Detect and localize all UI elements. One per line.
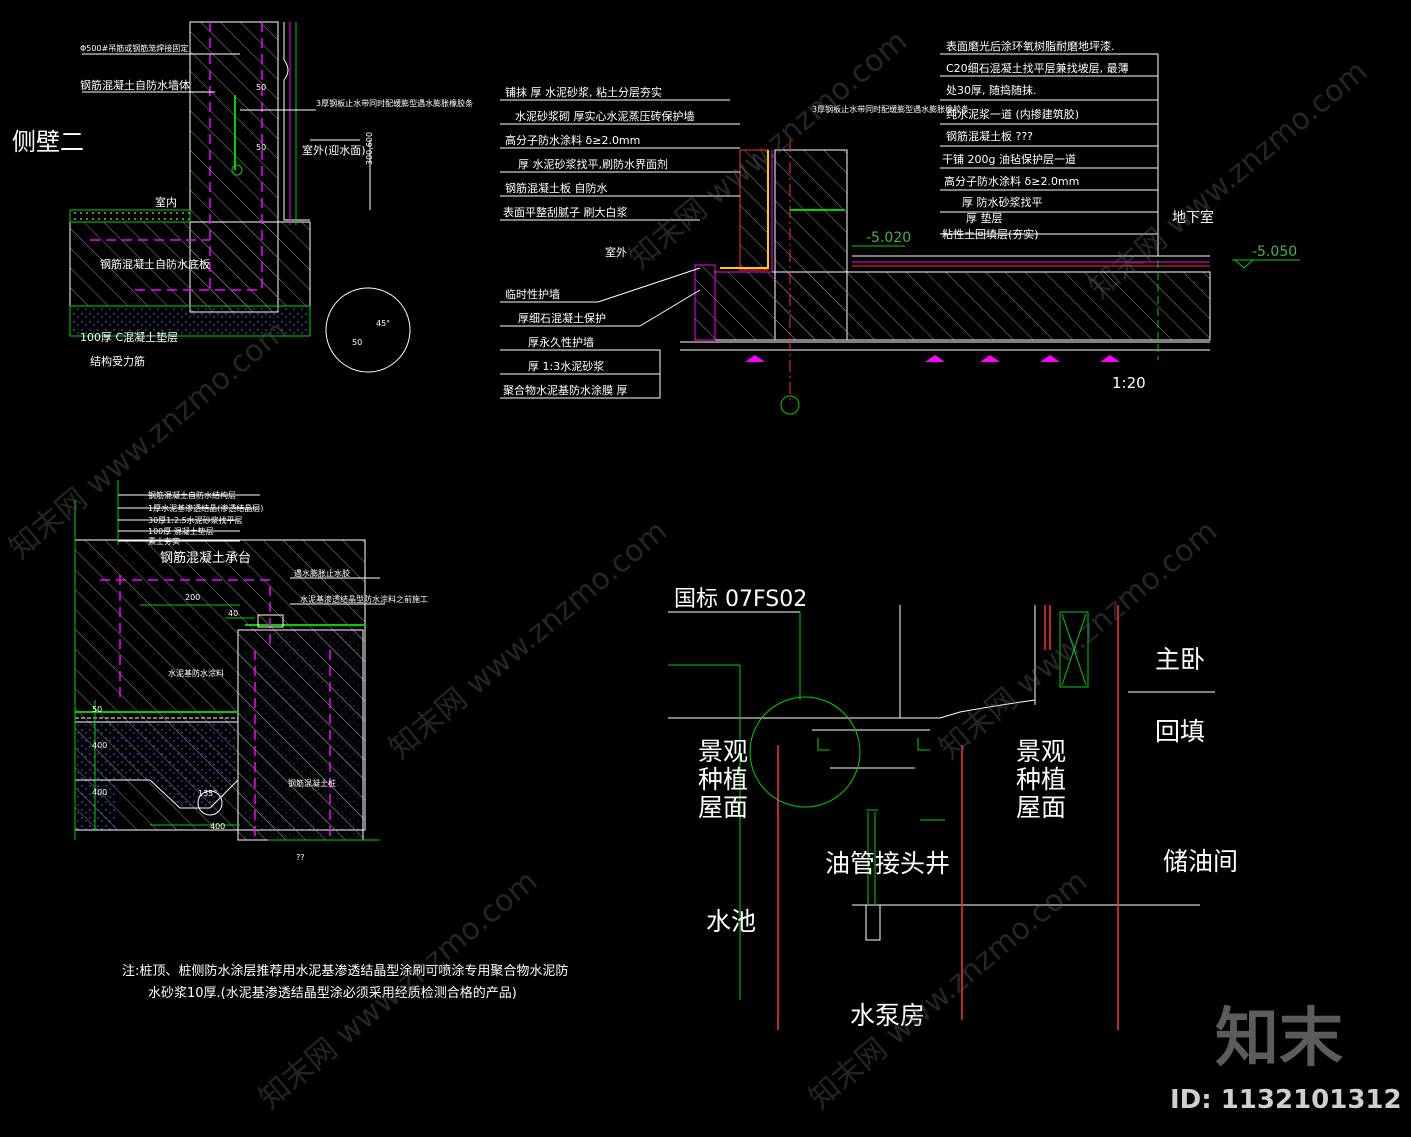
- note-line-1: 注:桩顶、桩侧防水涂层推荐用水泥基渗透结晶型涂刷可喷涂专用聚合物水泥防: [122, 963, 568, 979]
- plan-room-4: 屋面: [698, 793, 748, 822]
- detail2-left-7: 临时性护墙: [505, 287, 560, 301]
- detail3-side-2: 水泥基防水涂料: [168, 668, 224, 678]
- detail2-left-2: 高分子防水涂料 δ≥2.0mm: [505, 133, 640, 147]
- detail3-top-1: 1厚水泥基渗透结晶(渗透结晶层): [148, 503, 263, 513]
- detail2-right-8: 厚 垫层: [966, 211, 1003, 225]
- detail2-left-5: 表面平整刮腻子 刷大白浆: [503, 205, 628, 219]
- detail3-top-4: 素土夯实: [148, 536, 180, 546]
- detail1-dim-3: 50: [352, 338, 362, 347]
- detail2-left-10: 厚 1:3水泥砂浆: [528, 359, 604, 373]
- detail2-left-8: 厚细石混凝土保护: [518, 311, 606, 325]
- detail2-right-3: 纯水泥浆一道 (内掺建筑胶): [946, 107, 1079, 121]
- watermark-text-7: 知末网 www.znzmo.com: [1083, 54, 1374, 306]
- detail-pile-cap: 钢筋混凝土自防水结构层 1厚水泥基渗透结晶(渗透结晶层) 30厚1:2.5水泥砂…: [74, 480, 428, 862]
- site-plan: 国标 07FS02 主卧 回填 景观 种植 屋面 景观 种植 屋面 油管接头井 …: [668, 587, 1238, 1030]
- watermark-logo: 知末: [1215, 1002, 1343, 1076]
- plan-standard: 国标 07FS02: [674, 587, 807, 612]
- plan-room-11: 水泵房: [850, 1001, 925, 1030]
- note-line-2: 水砂浆10厚.(水泥基渗透结晶型涂必须采用经质检测合格的产品): [148, 985, 517, 1001]
- detail3-top-3: 100厚 混凝土垫层: [148, 526, 214, 536]
- detail2-right-0: 表面磨光后涂环氧树脂耐磨地坪漆.: [946, 39, 1115, 53]
- detail2-right-2: 处30厚, 随捣随抹.: [946, 83, 1037, 97]
- detail3-dim-2: 50: [92, 705, 102, 714]
- detail2-left-6: 室外: [605, 245, 627, 259]
- detail1-label-3: 室外(迎水面): [302, 143, 366, 157]
- detail2-scale: 1:20: [1112, 374, 1146, 392]
- detail1-label-1: 钢筋混凝土自防水墙体: [80, 78, 190, 92]
- detail1-label-5: 钢筋混凝土自防水底板: [100, 257, 210, 271]
- detail2-right-4: 钢筋混凝土板 ???: [946, 129, 1033, 143]
- detail2-left-11: 聚合物水泥基防水涂膜 厚: [503, 383, 628, 397]
- detail1-label-2: 3厚钢板止水带同时配缓膨型遇水膨胀橡胶条: [316, 98, 473, 108]
- detail3-side-0: 遇水膨胀止水胶: [294, 568, 350, 578]
- watermark-text-2: 知末网 www.znzmo.com: [383, 514, 674, 766]
- detail3-dim-3: 400: [92, 741, 107, 750]
- plan-room-3: 种植: [698, 765, 748, 794]
- detail3-dim-0: 200: [185, 593, 200, 602]
- plan-room-5: 景观: [1016, 737, 1066, 766]
- detail1-label-6: 100厚 C混凝土垫层: [80, 330, 178, 344]
- detail3-dim-6: 135°: [198, 789, 217, 798]
- detail1-dim-1: 50: [256, 83, 266, 92]
- detail2-right-6: 高分子防水涂料 δ≥2.0mm: [944, 174, 1079, 188]
- detail2-mid-note: 3厚钢板止水带同时配缓膨型遇水膨胀橡胶条: [812, 104, 969, 114]
- plan-room-10: 水池: [706, 907, 756, 936]
- detail2-left-9: 厚永久性护墙: [528, 335, 594, 349]
- detail2-left-1: 水泥砂浆砌 厚实心水泥蒸压砖保护墙: [515, 109, 695, 123]
- detail2-right-7: 厚 防水砂浆找平: [962, 195, 1043, 209]
- detail1-dim-2: 50: [256, 143, 266, 152]
- plan-room-6: 种植: [1016, 765, 1066, 794]
- detail-side-wall-2: 侧壁二 Φ500#吊筋或钢筋笼焊接固定 钢筋混凝土自防水墙体 3厚钢板止水带同时…: [12, 21, 473, 373]
- watermark-text-6: 知末网 www.znzmo.com: [803, 864, 1094, 1116]
- detail2-elev-right: -5.050: [1252, 244, 1297, 260]
- detail1-label-7: 结构受力筋: [90, 354, 145, 368]
- plan-room-1: 回填: [1155, 717, 1205, 746]
- plan-room-2: 景观: [698, 737, 748, 766]
- detail3-top-0: 钢筋混凝土自防水结构层: [148, 490, 236, 500]
- watermark-id: ID: 1132101312: [1170, 1085, 1402, 1115]
- detail1-label-0: Φ500#吊筋或钢筋笼焊接固定: [80, 43, 188, 53]
- detail1-dim-4: 45°: [376, 319, 390, 328]
- detail3-top-2: 30厚1:2.5水泥砂浆找平层: [148, 515, 243, 525]
- detail2-left-0: 铺抹 厚 水泥砂浆, 粘土分层夯实: [505, 85, 662, 99]
- detail3-dim-7: ??: [296, 853, 305, 862]
- detail2-left-3: 厚 水泥砂浆找平,刷防水界面剂: [518, 157, 668, 171]
- detail3-dim-1: 40: [228, 609, 238, 618]
- detail3-dim-4: 400: [92, 788, 107, 797]
- detail3-side-3: 钢筋混凝土桩: [288, 778, 336, 788]
- plan-room-7: 屋面: [1016, 793, 1066, 822]
- detail2-right-9: 粘性土回填层(夯实): [942, 227, 1039, 241]
- detail1-dim-0: 300,600: [365, 132, 374, 165]
- note-block: 注:桩顶、桩侧防水涂层推荐用水泥基渗透结晶型涂刷可喷涂专用聚合物水泥防 水砂浆1…: [122, 963, 568, 1001]
- plan-room-9: 储油间: [1163, 847, 1238, 876]
- detail2-right-1: C20细石混凝土找平层兼找坡层, 最薄: [946, 61, 1129, 75]
- plan-room-8: 油管接头井: [825, 849, 950, 878]
- detail2-left-4: 钢筋混凝土板 自防水: [505, 181, 608, 195]
- detail2-elev-left: -5.020: [866, 230, 911, 246]
- detail3-dim-5: 400: [210, 822, 225, 831]
- detail3-side-1: 水泥基渗透结晶型防水涂料之前施工: [300, 594, 428, 604]
- detail2-room: 地下室: [1172, 209, 1214, 226]
- detail1-title: 侧壁二: [12, 128, 84, 156]
- detail1-label-4: 室内: [155, 195, 177, 209]
- detail2-right-5: 干铺 200g 油毡保护层一道: [942, 152, 1076, 166]
- plan-room-0: 主卧: [1155, 645, 1205, 674]
- detail3-cap-label: 钢筋混凝土承台: [160, 550, 251, 566]
- detail-basement-wall-floor: 铺抹 厚 水泥砂浆, 粘土分层夯实 水泥砂浆砌 厚实心水泥蒸压砖保护墙 高分子防…: [500, 39, 1300, 415]
